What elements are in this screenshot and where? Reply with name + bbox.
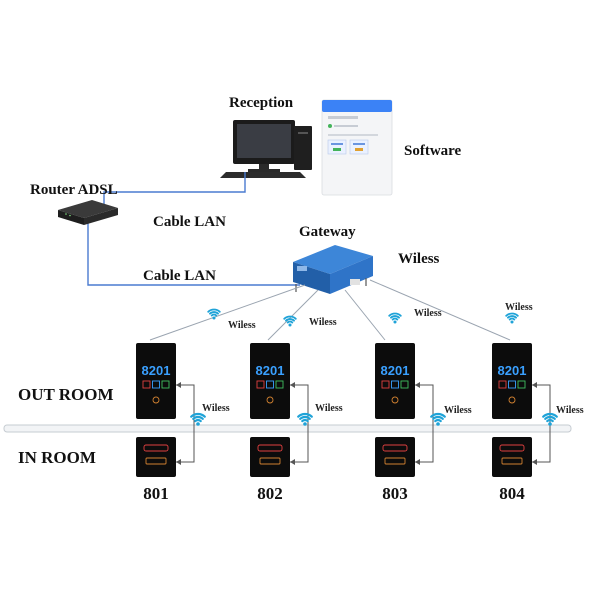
wiless-label: Wiless [556, 405, 584, 416]
wiless-main-label: Wiless [398, 251, 440, 267]
wiless-label: Wiless [309, 317, 337, 328]
wiless-label: Wiless [228, 320, 256, 331]
out-room-panel: 8201 [492, 343, 532, 419]
wiless-label: Wiless [444, 405, 472, 416]
in-room-panel [492, 437, 532, 477]
router-icon [58, 200, 118, 225]
wifi-icon [207, 308, 221, 320]
gateway-label: Gateway [299, 224, 356, 240]
cable-lan-links [87, 172, 300, 286]
panel-display-number: 8201 [498, 363, 527, 378]
wifi-icon [388, 312, 402, 324]
wiless-label: Wiless [414, 308, 442, 319]
wiless-label: Wiless [315, 403, 343, 414]
wifi-icon [297, 412, 313, 426]
wiless-label: Wiless [505, 302, 533, 313]
wifi-icon [190, 412, 206, 426]
in-room-label: IN ROOM [18, 448, 96, 467]
out-room-panel: 8201 [136, 343, 176, 419]
router-label: Router ADSL [30, 182, 118, 198]
in-room-panel [250, 437, 290, 477]
out-room-panel: 8201 [375, 343, 415, 419]
panel-display-number: 8201 [142, 363, 171, 378]
out-room-label: OUT ROOM [18, 385, 114, 404]
in-room-panel [375, 437, 415, 477]
room-columns: Wiless8201Wiless801Wiless8201Wiless802Wi… [136, 302, 584, 503]
wifi-icon [542, 412, 558, 426]
room-number: 803 [382, 484, 408, 503]
wifi-icon [430, 412, 446, 426]
wall-divider [3, 424, 572, 433]
panel-display-number: 8201 [381, 363, 410, 378]
tablet-screen-icon [321, 99, 393, 196]
wireless-links [149, 279, 511, 341]
wiless-label: Wiless [202, 403, 230, 414]
room-number: 804 [499, 484, 525, 503]
cable-lan-top-label: Cable LAN [153, 214, 226, 230]
software-label: Software [404, 143, 462, 159]
room-number: 801 [143, 484, 169, 503]
computer-monitor-icon [220, 120, 312, 178]
gateway-icon [293, 245, 373, 294]
out-room-panel: 8201 [250, 343, 290, 419]
room-number: 802 [257, 484, 283, 503]
wifi-icon [505, 312, 519, 324]
cable-lan-bottom-label: Cable LAN [143, 268, 216, 284]
reception-label: Reception [229, 95, 294, 111]
panel-display-number: 8201 [256, 363, 285, 378]
in-room-panel [136, 437, 176, 477]
wifi-icon [283, 315, 297, 327]
